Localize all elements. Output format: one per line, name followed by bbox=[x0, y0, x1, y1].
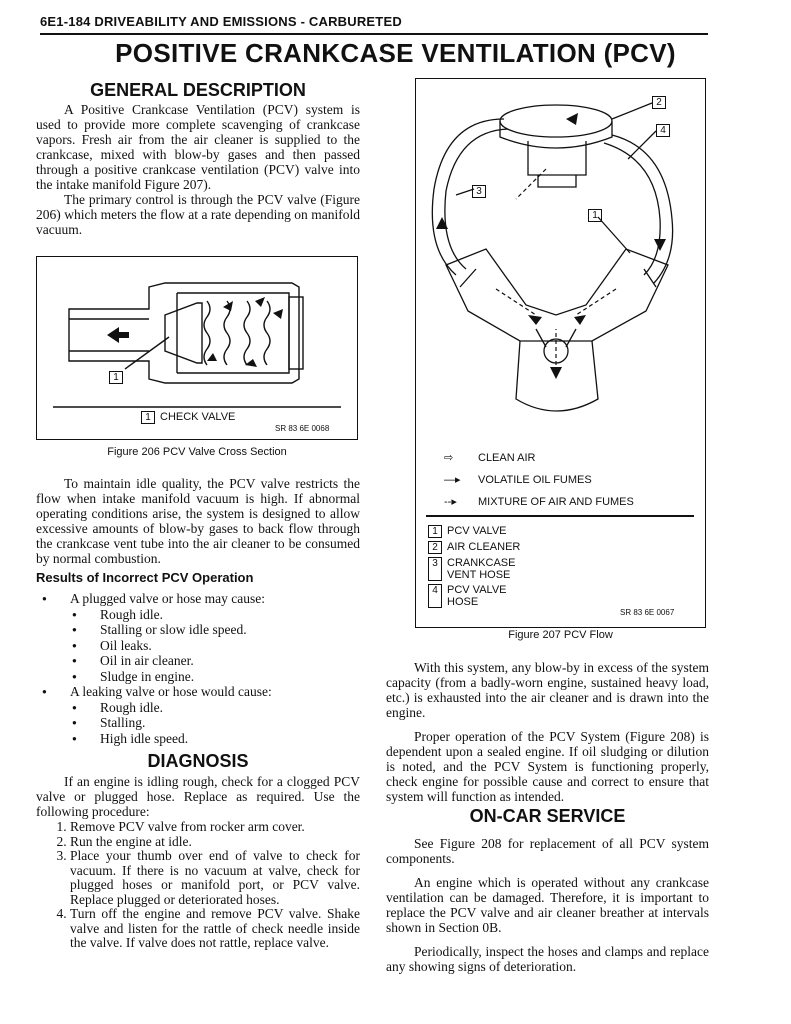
general-description-heading: GENERAL DESCRIPTION bbox=[90, 80, 306, 100]
on-car-paragraph-1: See Figure 208 for replacement of all PC… bbox=[386, 836, 709, 866]
list-item: Sludge in engine. bbox=[72, 669, 360, 685]
figure-207-callout-2: 2 bbox=[652, 96, 666, 109]
dashed-arrow-icon: --▸ bbox=[444, 496, 457, 508]
solid-arrow-icon: —▸ bbox=[444, 474, 461, 486]
list-item: Remove PCV valve from rocker arm cover. bbox=[70, 819, 360, 835]
list-item: Run the engine at idle. bbox=[70, 834, 360, 850]
results-heading: Results of Incorrect PCV Operation bbox=[36, 570, 254, 585]
list-item: Stalling. bbox=[72, 715, 360, 731]
figure-207-callout-1: 1 bbox=[588, 209, 602, 222]
figure-207-callout-3: 3 bbox=[472, 185, 486, 198]
legend-row-clean-air: ⇨ CLEAN AIR bbox=[444, 451, 536, 465]
running-head: 6E1-184 DRIVEABILITY AND EMISSIONS - CAR… bbox=[40, 14, 402, 29]
figure-207-caption: Figure 207 PCV Flow bbox=[508, 629, 613, 641]
diagnosis-steps: Remove PCV valve from rocker arm cover. … bbox=[36, 819, 360, 951]
idle-quality-paragraph: To maintain idle quality, the PCV valve … bbox=[36, 476, 360, 566]
on-car-paragraph-3: Periodically, inspect the hoses and clam… bbox=[386, 944, 709, 974]
system-paragraph-2: Proper operation of the PCV System (Figu… bbox=[386, 729, 709, 804]
list-item: Oil leaks. bbox=[72, 638, 360, 654]
figure-207-box: 2 4 3 1 ⇨ CLEAN AIR —▸ VOLATILE OIL FUME… bbox=[415, 78, 706, 628]
list-item: Rough idle. bbox=[72, 607, 360, 623]
figure-207-callout-4: 4 bbox=[656, 124, 670, 137]
pcv-flow-diagram bbox=[431, 102, 674, 412]
page-title: POSITIVE CRANKCASE VENTILATION (PCV) bbox=[115, 38, 676, 68]
figure-206-callout-1: 1 bbox=[109, 371, 123, 384]
idle-quality-text: To maintain idle quality, the PCV valve … bbox=[36, 476, 360, 566]
list-item: Turn off the engine and remove PCV valve… bbox=[70, 906, 360, 951]
list-item: Oil in air cleaner. bbox=[72, 653, 360, 669]
legend-row-mixture: --▸ MIXTURE OF AIR AND FUMES bbox=[444, 495, 634, 509]
results-list: A plugged valve or hose may cause: Rough… bbox=[36, 591, 360, 746]
list-item: Place your thumb over end of valve to ch… bbox=[70, 848, 360, 907]
on-car-paragraph-2: An engine which is operated without any … bbox=[386, 875, 709, 935]
system-text: With this system, any blow-by in excess … bbox=[386, 660, 709, 804]
figure-206-legend-text: CHECK VALVE bbox=[160, 411, 236, 423]
list-item: A leaking valve or hose would cause: Rou… bbox=[42, 684, 360, 747]
list-item: Stalling or slow idle speed. bbox=[72, 622, 360, 638]
general-description-text: A Positive Crankcase Ventilation (PCV) s… bbox=[36, 102, 360, 237]
figure-206-caption: Figure 206 PCV Valve Cross Section bbox=[107, 446, 287, 458]
figure-207-code: SR 83 6E 0067 bbox=[620, 608, 675, 617]
list-item: A plugged valve or hose may cause: Rough… bbox=[42, 591, 360, 685]
legend-row-volatile-oil-fumes: —▸ VOLATILE OIL FUMES bbox=[444, 473, 592, 487]
on-car-service-heading: ON-CAR SERVICE bbox=[469, 806, 626, 826]
header-rule bbox=[40, 33, 708, 35]
figure-207-flow-legend: ⇨ CLEAN AIR —▸ VOLATILE OIL FUMES --▸ MI… bbox=[444, 451, 694, 517]
general-paragraph-2: The primary control is through the PCV v… bbox=[36, 192, 360, 237]
diagnosis-intro: If an engine is idling rough, check for … bbox=[36, 774, 360, 819]
list-item: Rough idle. bbox=[72, 700, 360, 716]
clean-air-arrow-icon: ⇨ bbox=[444, 452, 454, 464]
system-paragraph-1: With this system, any blow-by in excess … bbox=[386, 660, 709, 720]
on-car-service-text: See Figure 208 for replacement of all PC… bbox=[386, 836, 709, 974]
figure-206-legend: 1 CHECK VALVE bbox=[141, 411, 235, 424]
pcv-valve-cross-section-diagram bbox=[53, 282, 341, 408]
figure-206-code: SR 83 6E 0068 bbox=[275, 424, 330, 433]
list-item: High idle speed. bbox=[72, 731, 360, 747]
diagnosis-intro-paragraph: If an engine is idling rough, check for … bbox=[36, 774, 360, 819]
general-paragraph-1: A Positive Crankcase Ventilation (PCV) s… bbox=[36, 102, 360, 192]
figure-207-divider bbox=[426, 515, 694, 517]
figure-206-legend-number: 1 bbox=[141, 411, 155, 424]
diagnosis-heading: DIAGNOSIS bbox=[147, 751, 249, 771]
